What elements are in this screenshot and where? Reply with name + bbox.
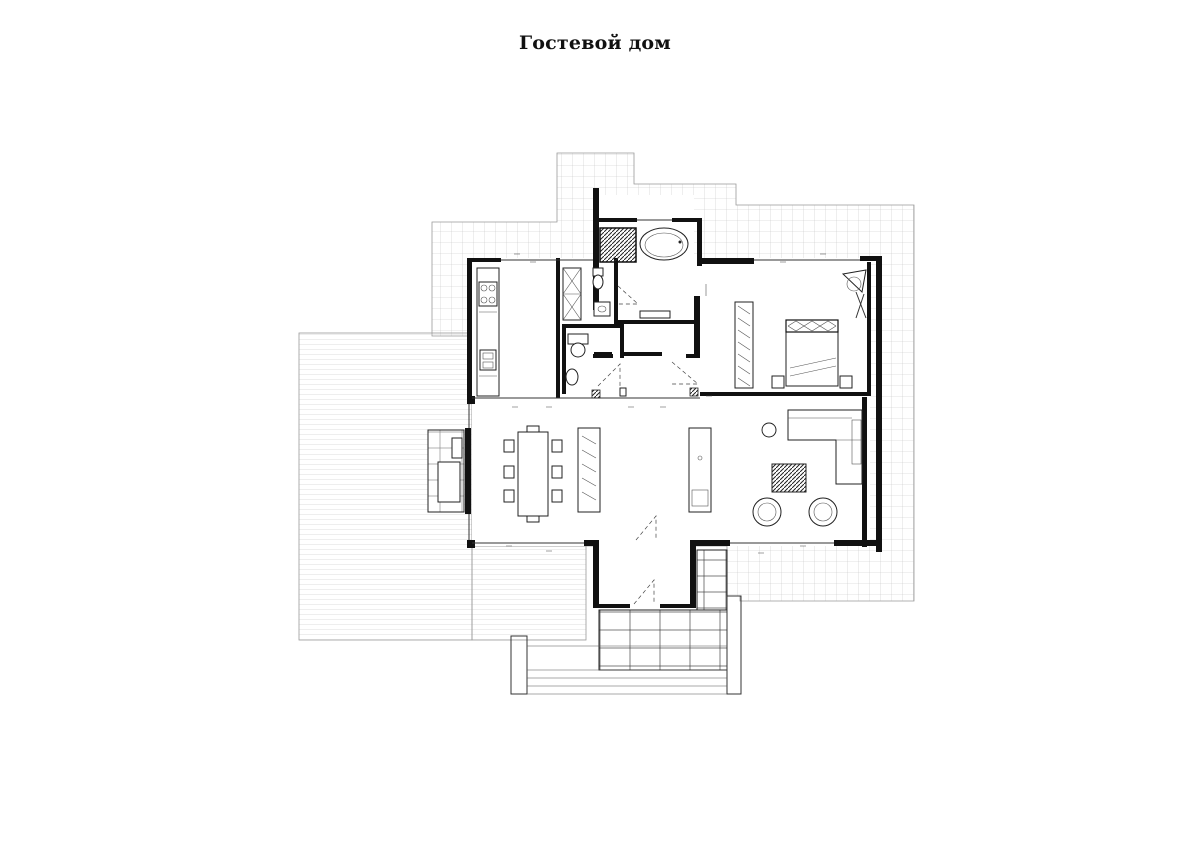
toilet-icon: [567, 333, 589, 358]
sink-icon: [565, 368, 579, 386]
toilet: [565, 333, 627, 399]
living-room: [577, 409, 863, 527]
sliding-door-marks: [506, 253, 826, 554]
fireplace-icon: [427, 428, 471, 514]
toilet-icon: [592, 267, 604, 290]
dining-table-icon: [503, 425, 563, 523]
nightstand: [839, 375, 853, 389]
side-table: [761, 422, 777, 438]
entrance-paving: [598, 549, 728, 671]
dining-area: [503, 425, 563, 523]
wardrobe-icon: [577, 427, 601, 513]
sink-icon: [593, 301, 611, 317]
exterior-walls: [467, 188, 882, 608]
sofa-icon: [787, 409, 863, 485]
armchair-icon: [808, 497, 838, 527]
bedroom: [734, 269, 867, 389]
door-swing-icon: [633, 515, 657, 605]
entrance-hall: [598, 546, 694, 608]
bathtub-icon: [639, 227, 689, 261]
stove-icon: [478, 281, 498, 307]
armchair-icon: [841, 269, 867, 319]
door-swing-icon: [597, 363, 621, 387]
bench: [639, 310, 671, 319]
sink-icon: [479, 349, 497, 371]
door-swing-icon: [617, 285, 639, 305]
page-title: Гостевой дом: [518, 32, 672, 54]
entrance-steps: [510, 595, 742, 695]
kitchen: [476, 267, 500, 397]
kitchen-island: [688, 427, 712, 513]
nightstand: [771, 375, 785, 389]
bed-icon: [785, 319, 839, 387]
shower: [599, 227, 637, 263]
storage: [562, 267, 582, 321]
door-swing-icon: [671, 361, 699, 385]
wardrobe-icon: [734, 301, 754, 389]
bathroom: [592, 227, 689, 319]
rug-icon: [771, 463, 807, 493]
armchair-icon: [752, 497, 782, 527]
